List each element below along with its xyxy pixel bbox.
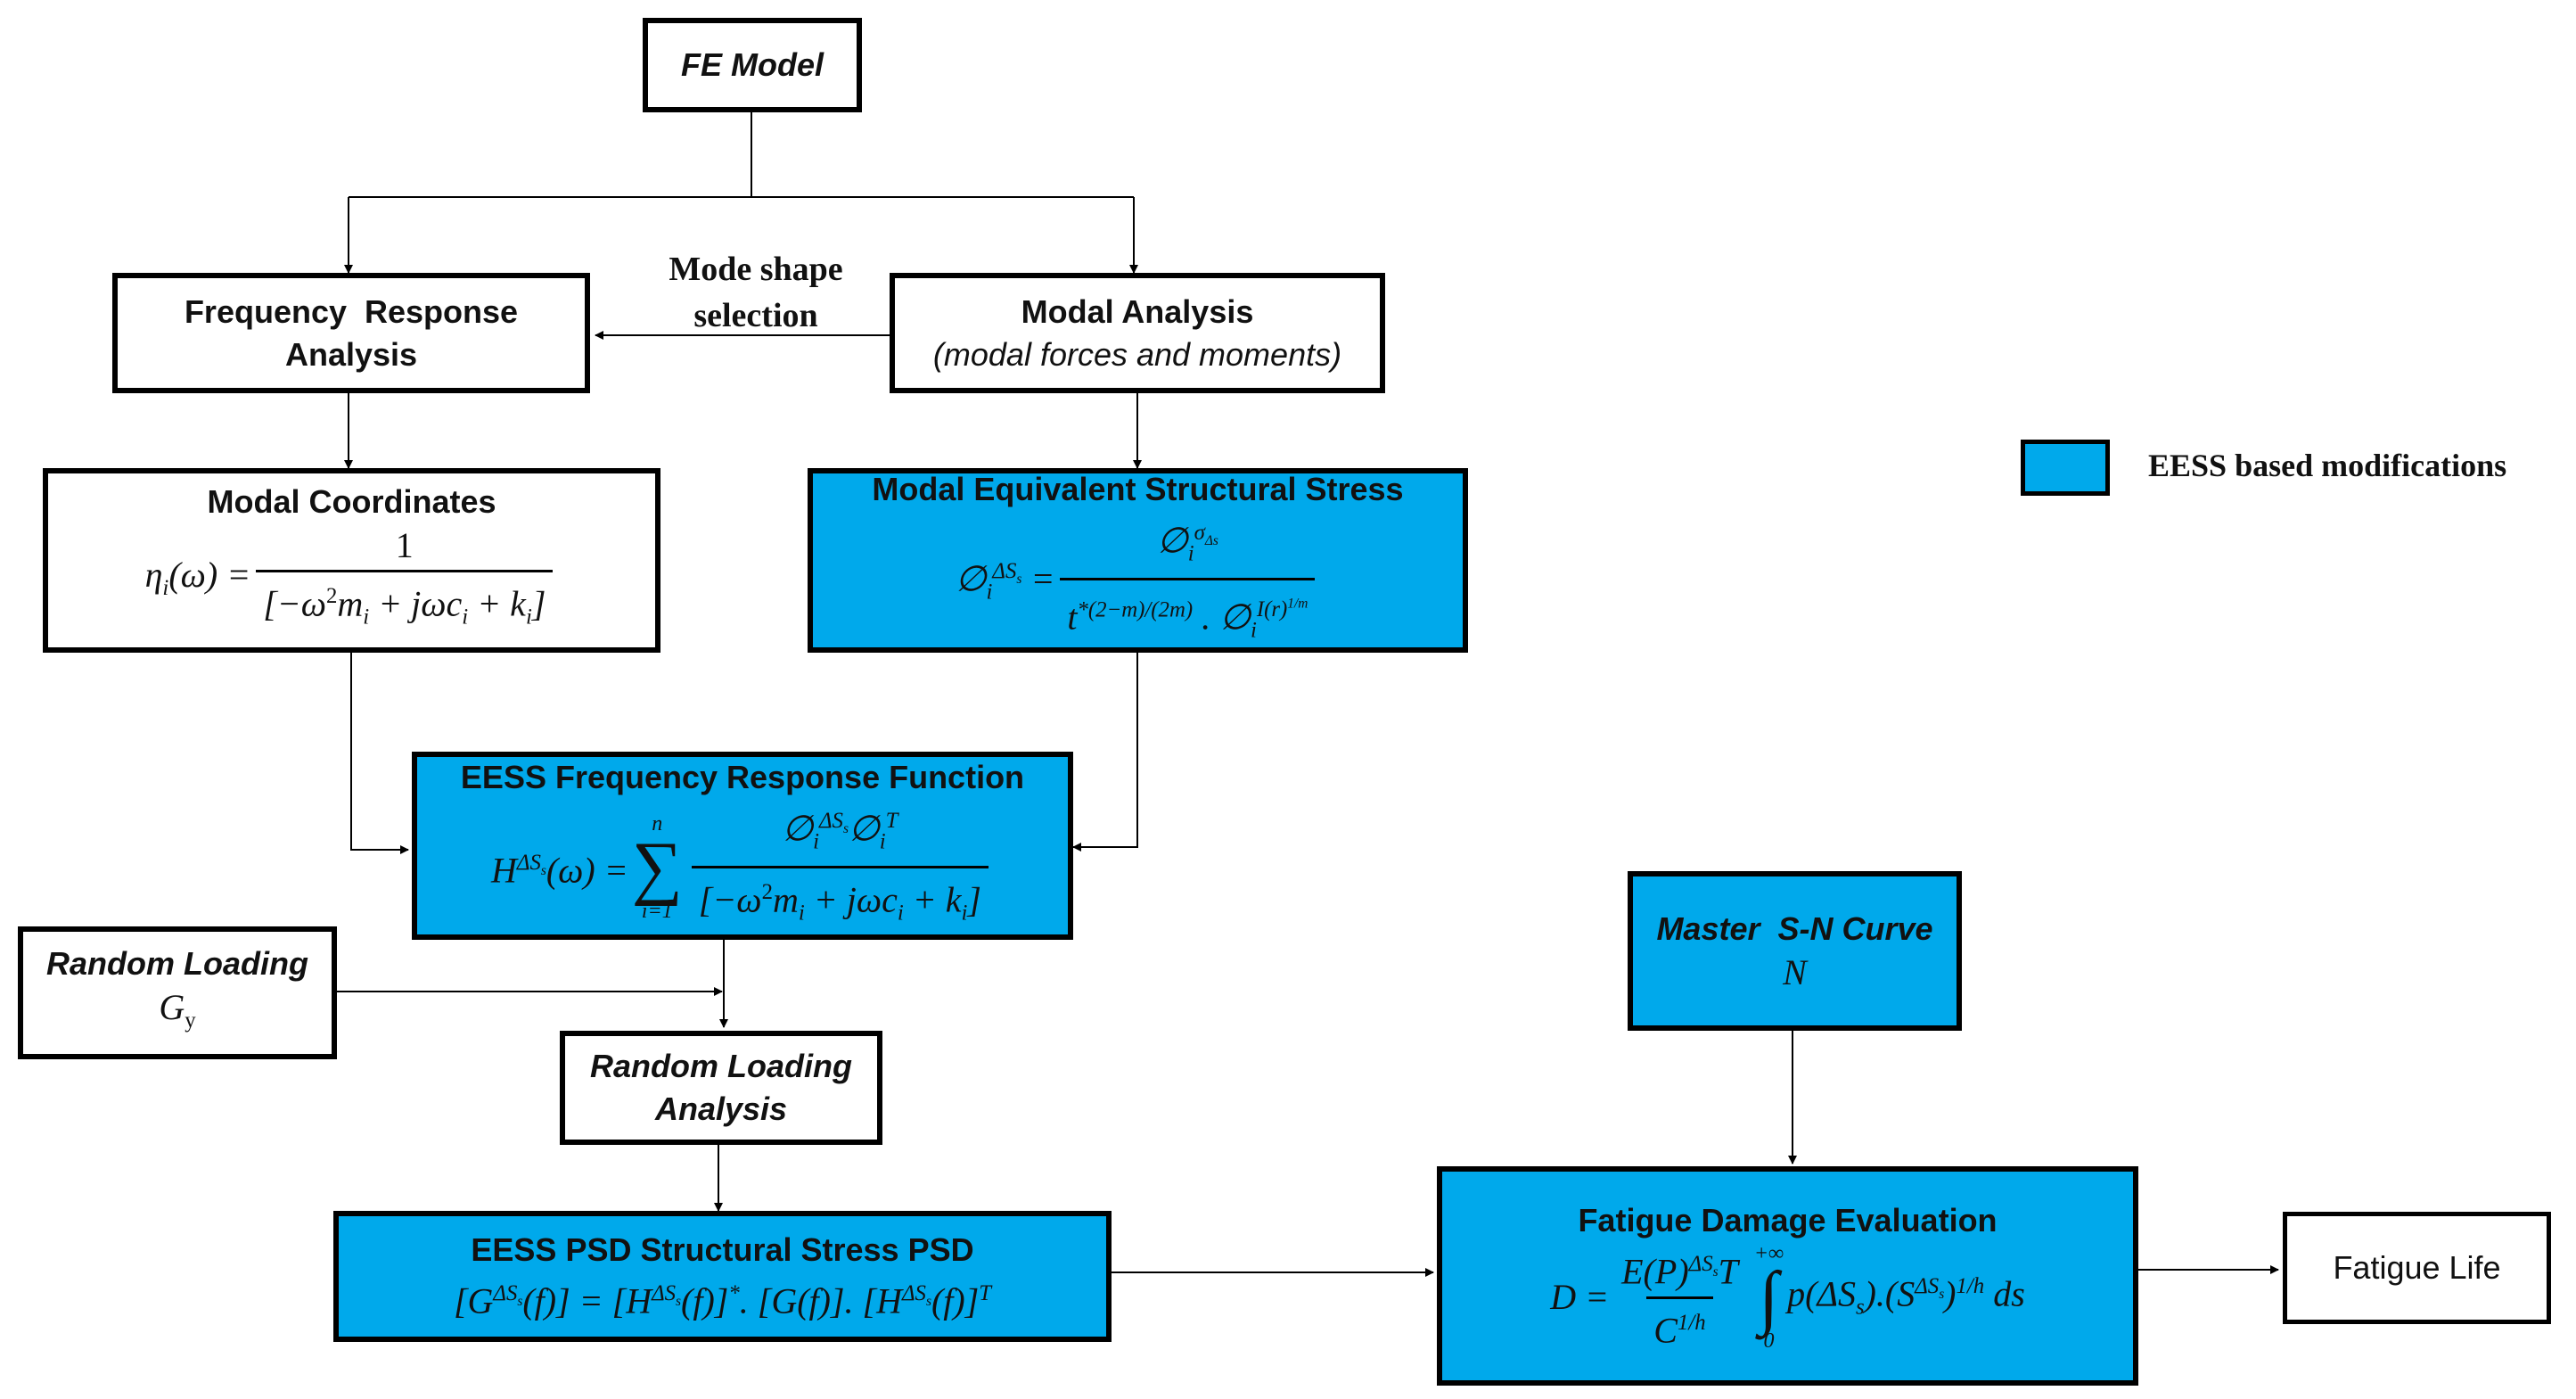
master-sn-symbol: N: [1783, 951, 1807, 992]
master-sn-box: Master S-N Curve N: [1628, 871, 1962, 1031]
frequency-response-line2: Analysis: [284, 335, 418, 373]
legend-swatch: [2021, 440, 2110, 496]
random-loading-analysis-box: Random Loading Analysis: [560, 1031, 882, 1145]
legend-label: EESS based modifications: [2148, 448, 2507, 483]
fe-model-title: FE Model: [681, 46, 824, 83]
mode-shape-selection-label: Mode shape selection: [640, 246, 872, 339]
mode-shape-line1: Mode shape: [669, 251, 843, 288]
eess-frf-title: EESS Frequency Response Function: [460, 758, 1025, 795]
random-loading-box: Random Loading Gy: [18, 926, 337, 1059]
arrow-split-to-frequency: [349, 196, 1134, 273]
fe-model-box: FE Model: [643, 18, 862, 112]
modal-analysis-box: Modal Analysis (modal forces and moments…: [890, 273, 1385, 393]
frequency-response-box: Frequency Response Analysis: [112, 273, 590, 393]
arrow-modal-coordinates-to-frf: [350, 653, 409, 854]
eess-frf-box: EESS Frequency Response Function HΔSs(ω)…: [412, 752, 1073, 940]
random-loading-title: Random Loading: [46, 945, 308, 982]
fatigue-life-title: Fatigue Life: [2333, 1249, 2501, 1286]
random-loading-symbol: Gy: [159, 987, 196, 1033]
eess-psd-box: EESS PSD Structural Stress PSD [GΔSs(f)]…: [333, 1211, 1112, 1342]
eess-frf-equation: HΔSs(ω) = n∑i=1 ∅iΔSs∅iT[−ω2mi + jωci + …: [491, 799, 994, 936]
mode-shape-line2: selection: [693, 297, 818, 334]
arrow-equivalent-stress-to-frf: [1072, 653, 1138, 852]
fatigue-life-box: Fatigue Life: [2283, 1212, 2551, 1324]
modal-coordinates-box: Modal Coordinates ηi(ω) = 1[−ω2mi + jωci…: [43, 468, 660, 653]
frequency-response-line1: Frequency Response: [184, 292, 519, 330]
modal-analysis-title: Modal Analysis: [1021, 292, 1254, 330]
modal-equivalent-stress-title: Modal Equivalent Structural Stress: [872, 470, 1404, 507]
master-sn-title: Master S-N Curve: [1656, 909, 1933, 947]
random-loading-analysis-line2: Analysis: [654, 1090, 788, 1127]
modal-equivalent-stress-box: Modal Equivalent Structural Stress ∅iΔSs…: [808, 468, 1468, 653]
eess-psd-title: EESS PSD Structural Stress PSD: [471, 1231, 974, 1269]
random-loading-analysis-line1: Random Loading: [590, 1048, 852, 1084]
eess-psd-equation: [GΔSs(f)] = [HΔSs(f)]*. [G(f)]. [HΔSs(f)…: [453, 1280, 992, 1321]
modal-coordinates-title: Modal Coordinates: [207, 483, 496, 521]
modal-coordinates-equation: ηi(ω) = 1[−ω2mi + jωci + ki]: [145, 523, 559, 639]
fatigue-damage-title: Fatigue Damage Evaluation: [1578, 1201, 1998, 1239]
modal-analysis-subtitle: (modal forces and moments): [932, 335, 1342, 373]
